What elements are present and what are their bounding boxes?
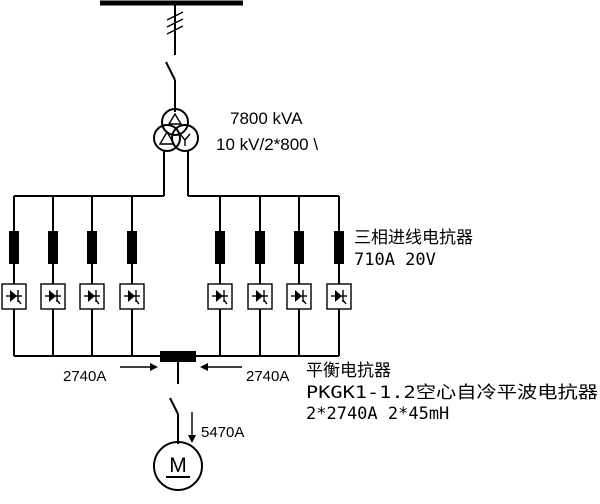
branch-1: [1, 196, 27, 356]
balancing-reactor-name: 平衡电抗器: [306, 361, 391, 381]
output-bus: [14, 351, 339, 384]
incoming-reactor: [294, 231, 304, 264]
incoming-reactor-spec: 710A 20V: [354, 250, 436, 270]
branch-6: [247, 196, 273, 356]
motor-switch: [169, 397, 179, 444]
current-arrow-right: [200, 363, 242, 371]
branch-2: [40, 196, 66, 356]
motor-symbol: [153, 441, 203, 491]
incoming-reactor: [215, 231, 225, 264]
right-branch-group: [207, 196, 352, 356]
balancing-reactor-spec: 2*2740A 2*45mH: [306, 404, 449, 424]
incoming-reactor: [48, 231, 58, 264]
balancing-reactor-symbol: [160, 351, 196, 362]
secondary-buses: [14, 151, 339, 197]
branch-5: [207, 196, 233, 356]
motor-current-arrow: [188, 412, 196, 443]
incoming-reactor-name: 三相进线电抗器: [354, 228, 473, 248]
motor-label: M: [169, 454, 187, 477]
branch-4: [119, 196, 145, 356]
supply-busbar: [100, 0, 243, 55]
current-arrow-left: [120, 363, 158, 371]
branch-8: [326, 196, 352, 356]
transformer-rating: 7800 kVA: [230, 109, 303, 128]
left-branch-group: [1, 196, 145, 356]
motor-current-label: 5470A: [201, 424, 244, 441]
incoming-reactor: [87, 231, 97, 264]
right-current-label: 2740A: [246, 368, 289, 385]
branch-3: [79, 196, 105, 356]
transformer-symbol: [153, 108, 199, 152]
disconnect-switch: [165, 61, 176, 112]
incoming-reactor: [9, 231, 19, 264]
incoming-reactor: [127, 231, 137, 264]
incoming-reactor: [255, 231, 265, 264]
left-current-label: 2740A: [63, 368, 106, 385]
incoming-reactor: [334, 231, 344, 264]
balancing-reactor-model: PKGK1-1.2空心自冷平波电抗器: [306, 383, 598, 403]
transformer-voltage: 10 kV/2*800 \: [216, 135, 318, 154]
branch-7: [286, 196, 312, 356]
